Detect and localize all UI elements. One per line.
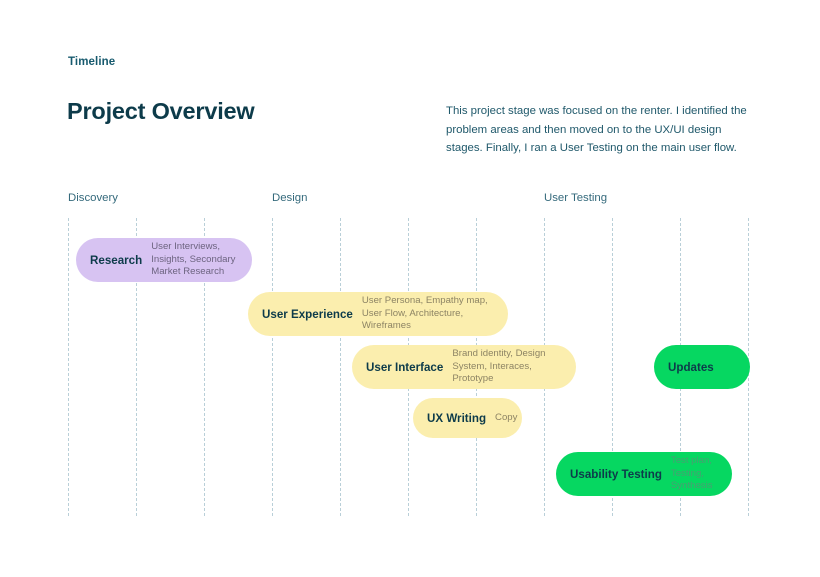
eyebrow-label: Timeline <box>68 56 116 68</box>
intro-paragraph: This project stage was focused on the re… <box>446 105 747 154</box>
task-detail-usability-testing: Test plan, Testing, Synthesis <box>670 455 713 492</box>
task-title-user-interface: User Interface <box>366 360 444 374</box>
task-bar-research[interactable]: Research User Interviews, Insights, Secon… <box>76 238 252 282</box>
task-bar-user-interface[interactable]: User Interface Brand identity, Design Sys… <box>352 345 576 389</box>
task-title-user-experience: User Experience <box>262 307 353 321</box>
gridline-3 <box>272 218 273 516</box>
phase-label-design: Design <box>272 192 308 204</box>
task-detail-ux-writing: Copy <box>495 411 518 423</box>
task-title-usability-testing: Usability Testing <box>570 467 662 481</box>
phase-label-user-testing: User Testing <box>544 192 608 204</box>
task-detail-user-interface: Brand identity, Design System, Interaces… <box>452 348 546 385</box>
task-title-updates: Updates <box>668 360 714 374</box>
task-title-research: Research <box>90 253 143 267</box>
task-detail-research: User Interviews, Insights, Secondary Mar… <box>151 241 236 278</box>
page-title: Project Overview <box>67 97 255 124</box>
phase-label-discovery: Discovery <box>68 192 119 204</box>
task-bar-ux-writing[interactable]: UX Writing Copy <box>413 398 522 438</box>
task-bar-user-experience[interactable]: User Experience User Persona, Empathy map… <box>248 292 508 336</box>
gridline-0 <box>68 218 69 516</box>
task-bar-updates[interactable]: Updates <box>654 345 750 389</box>
task-bar-usability-testing[interactable]: Usability Testing Test plan, Testing, Syn… <box>556 452 732 496</box>
task-title-ux-writing: UX Writing <box>427 411 487 425</box>
task-detail-user-experience: User Persona, Empathy map, User Flow, Ar… <box>361 295 488 332</box>
gridline-4 <box>340 218 341 516</box>
